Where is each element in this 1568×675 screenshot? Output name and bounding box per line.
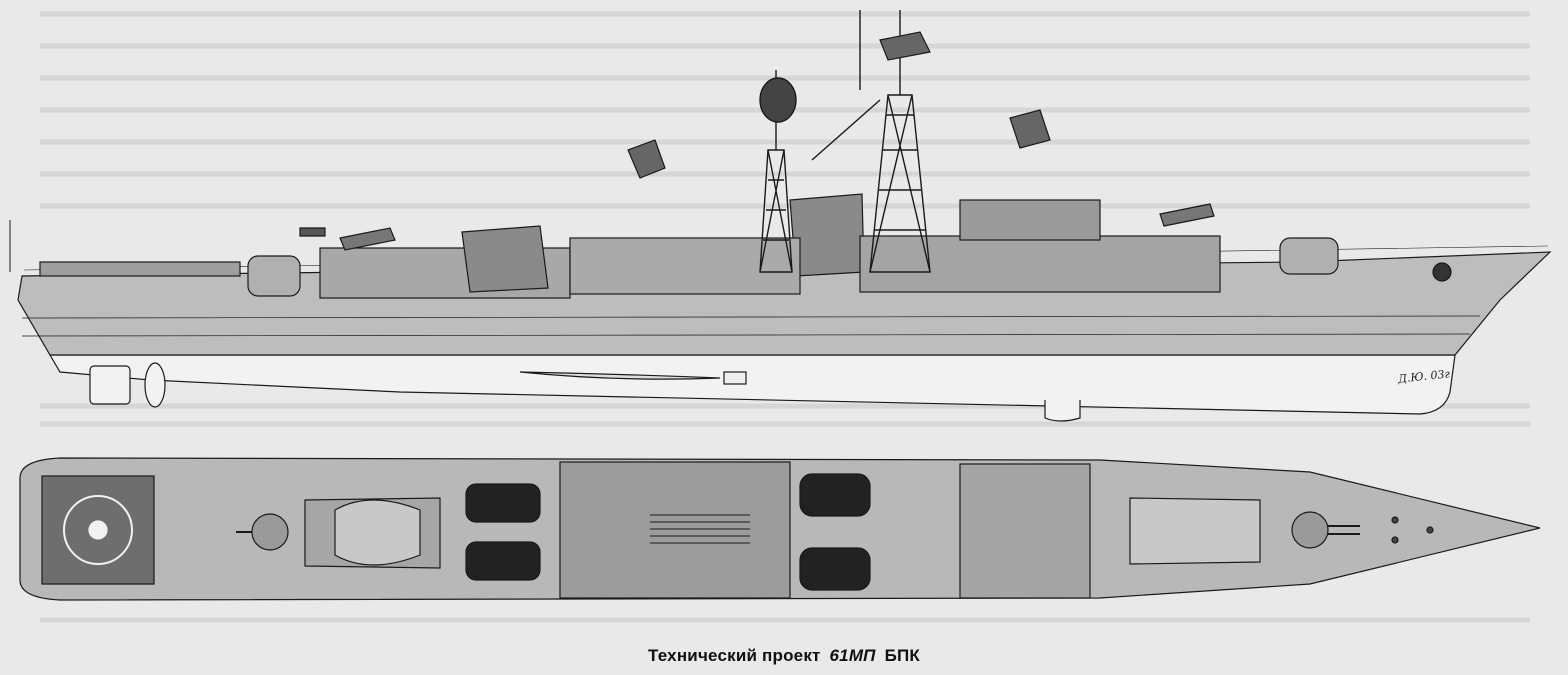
anchor-hawse (1432, 262, 1452, 282)
fwd-sam-launcher (1159, 203, 1215, 227)
aft-sam-launcher (339, 227, 396, 251)
mid-gas-turbine-stack (789, 193, 865, 277)
helipad-center (88, 520, 108, 540)
fwd-gun-turret (1279, 237, 1339, 275)
fwd-superstructure-plan (959, 463, 1091, 599)
caption-suffix: БПК (884, 646, 920, 665)
fwd-gun-mount-plan (1291, 511, 1329, 549)
fwd-radar-antenna (1009, 109, 1051, 149)
aft-gas-turbine-stack (461, 225, 549, 293)
aft-deckhouse (39, 261, 241, 277)
stabilizer (723, 371, 747, 385)
top-plan-view (19, 457, 1541, 601)
bilge-keel (519, 371, 721, 380)
midship-deck-area (559, 461, 791, 599)
aft-radar-antenna (627, 139, 666, 179)
bow-fittings-plan (1391, 516, 1434, 544)
figure-caption: Технический проект 61МП БПК (0, 646, 1568, 666)
bridge (959, 199, 1101, 241)
caption-prefix: Технический проект (648, 646, 821, 665)
fwd-launcher-plan (1129, 497, 1261, 565)
caption-model: 61МП (829, 646, 876, 665)
sonar-dome (1044, 400, 1081, 422)
aft-gun-mount-plan (251, 513, 289, 551)
aft-lattice-mast (759, 70, 797, 273)
lower-hull (48, 354, 1456, 415)
aft-gun-turret (247, 255, 301, 297)
helipad-circle (63, 495, 133, 565)
aft-stacks-plan (465, 483, 541, 581)
mid-stacks-plan (799, 473, 871, 591)
side-profile-view (9, 10, 1552, 422)
helipad (41, 475, 155, 585)
top-radar-antenna (879, 31, 931, 61)
fwd-superstructure (859, 235, 1221, 293)
rudder (89, 365, 131, 405)
propeller (144, 362, 166, 408)
torpedo-tubes-plan (650, 514, 750, 544)
flag (299, 227, 326, 237)
